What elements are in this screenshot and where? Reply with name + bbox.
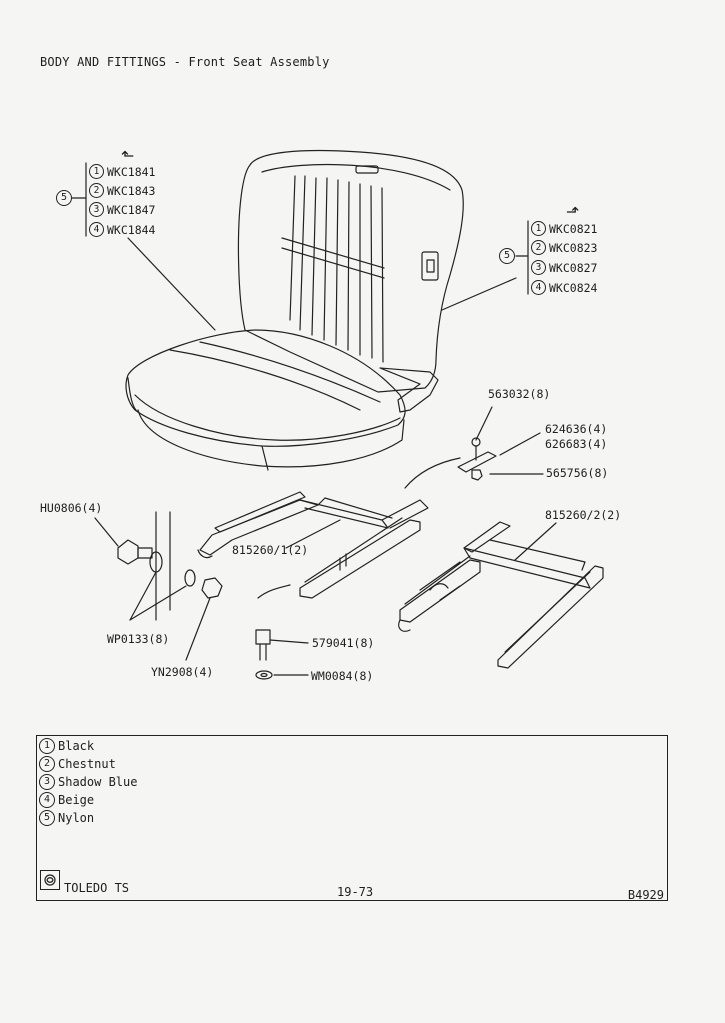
right-group-bracket	[515, 220, 529, 295]
brand-logo-icon	[40, 870, 60, 890]
page-title: BODY AND FITTINGS - Front Seat Assembly	[40, 55, 330, 69]
callout-579041: 579041(8)	[312, 636, 375, 650]
runner-right	[398, 521, 604, 669]
seat-cushion	[125, 329, 439, 471]
fasteners-bottom	[255, 522, 557, 680]
footer-model: TOLEDO TS	[64, 881, 130, 895]
left-group-bracket	[71, 162, 87, 237]
left-group-number: 5	[56, 190, 75, 206]
runner-left	[197, 491, 429, 599]
callout-wm0084: WM0084(8)	[311, 669, 374, 683]
callout-815260-2: 815260/2(2)	[545, 508, 622, 522]
arrow-left-icon: ⬑	[121, 146, 135, 165]
callout-815260-1: 815260/1(2)	[232, 543, 309, 557]
arrow-right-icon: ⬏	[566, 202, 580, 221]
fasteners-left	[94, 511, 291, 661]
callout-hu0806: HU0806(4)	[40, 501, 103, 515]
seat-back	[237, 149, 464, 393]
right-group-number: 5	[499, 248, 518, 264]
callout-624636: 624636(4)	[545, 422, 608, 436]
callout-626683: 626683(4)	[545, 437, 608, 451]
callout-wp0133: WP0133(8)	[107, 632, 170, 646]
callout-563032: 563032(8)	[488, 387, 551, 401]
callout-565756: 565756(8)	[546, 466, 609, 480]
bracket-plates	[404, 406, 544, 489]
footer-drawing-code: B4929	[627, 888, 664, 902]
footer-page-number: 19-73	[337, 885, 374, 899]
callout-yn2908: YN2908(4)	[151, 665, 214, 679]
